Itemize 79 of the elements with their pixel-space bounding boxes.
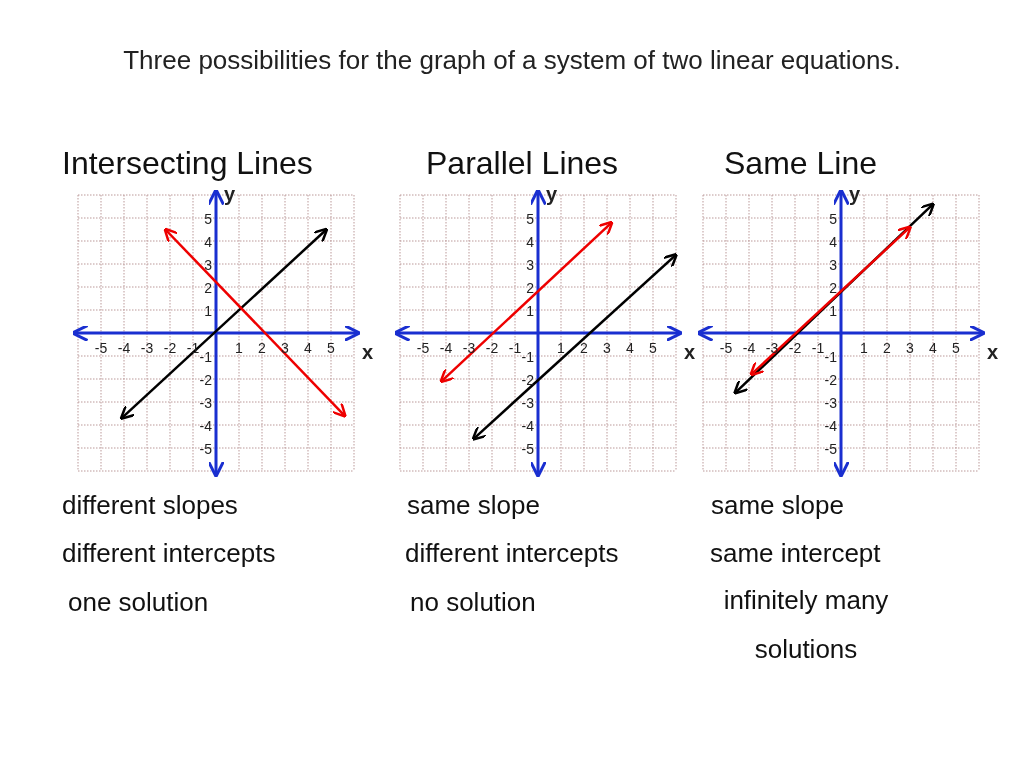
tick-label: 3 [603,340,611,356]
column-heading: Parallel Lines [426,145,619,182]
tick-label: 3 [829,257,837,273]
tick-label: -1 [508,340,522,356]
tick-label: 3 [281,340,289,356]
tick-label: 1 [557,340,565,356]
tick-label: -3 [140,340,154,356]
tick-label: -4 [117,340,131,356]
tick-label: 1 [526,303,534,319]
tick-label: -2 [521,372,534,388]
tick-label: -3 [824,395,837,411]
slide-title: Three possibilities for the graph of a system of two linear equations. [122,44,902,77]
tick-label: 1 [860,340,868,356]
tick-label: -3 [462,340,476,356]
tick-label: -4 [824,418,837,434]
axis-label: y [849,183,861,205]
tick-label: 5 [327,340,335,356]
description-text: no solution [410,587,536,618]
description-text: same slope [711,490,844,521]
description-text: same intercept [710,538,881,569]
tick-label: 2 [883,340,891,356]
column-heading: Same Line [724,145,877,182]
description-text: infinitely many solutions [722,584,890,666]
tick-label: -5 [824,441,837,457]
tick-label: -1 [824,349,837,365]
tick-label: 4 [526,234,534,250]
tick-label: 2 [526,280,534,296]
tick-label: -3 [521,395,534,411]
tick-label: -1 [811,340,825,356]
description-text: same slope [407,490,540,521]
tick-label: 2 [580,340,588,356]
description-text: different intercepts [405,538,619,569]
tick-label: 3 [204,257,212,273]
tick-label: 3 [906,340,914,356]
axis-label: x [362,341,374,363]
tick-label: 5 [649,340,657,356]
column-heading: Intersecting Lines [62,145,313,182]
tick-label: 2 [829,280,837,296]
tick-label: 3 [526,257,534,273]
tick-label: 5 [952,340,960,356]
tick-label: 5 [526,211,534,227]
tick-label: 1 [235,340,243,356]
tick-label: -5 [719,340,733,356]
tick-label: -2 [824,372,837,388]
tick-label: 4 [304,340,312,356]
tick-label: -5 [199,441,212,457]
tick-label: -2 [199,372,212,388]
tick-label: -1 [521,349,534,365]
tick-label: -1 [186,340,200,356]
tick-label: -5 [94,340,108,356]
description-text: different slopes [62,490,238,521]
tick-label: -2 [788,340,802,356]
tick-label: -4 [439,340,453,356]
tick-label: -5 [416,340,430,356]
tick-label: 4 [929,340,937,356]
tick-label: -2 [163,340,177,356]
tick-label: 4 [829,234,837,250]
tick-label: -5 [521,441,534,457]
description-text: one solution [68,587,209,618]
tick-label: 1 [829,303,837,319]
tick-label: 4 [204,234,212,250]
tick-label: -3 [199,395,212,411]
tick-label: -1 [199,349,212,365]
tick-label: 5 [204,211,212,227]
tick-label: 2 [204,280,212,296]
tick-label: -4 [742,340,756,356]
tick-label: 2 [258,340,266,356]
tick-label: -3 [765,340,779,356]
axis-label: y [546,183,558,205]
tick-label: 5 [829,211,837,227]
tick-label: 4 [626,340,634,356]
tick-label: -4 [521,418,534,434]
tick-label: -2 [485,340,499,356]
description-text: different intercepts [62,538,276,569]
tick-label: 1 [204,303,212,319]
axis-label: x [987,341,999,363]
axis-label: y [224,183,236,205]
axis-label: x [684,341,696,363]
tick-label: -4 [199,418,212,434]
